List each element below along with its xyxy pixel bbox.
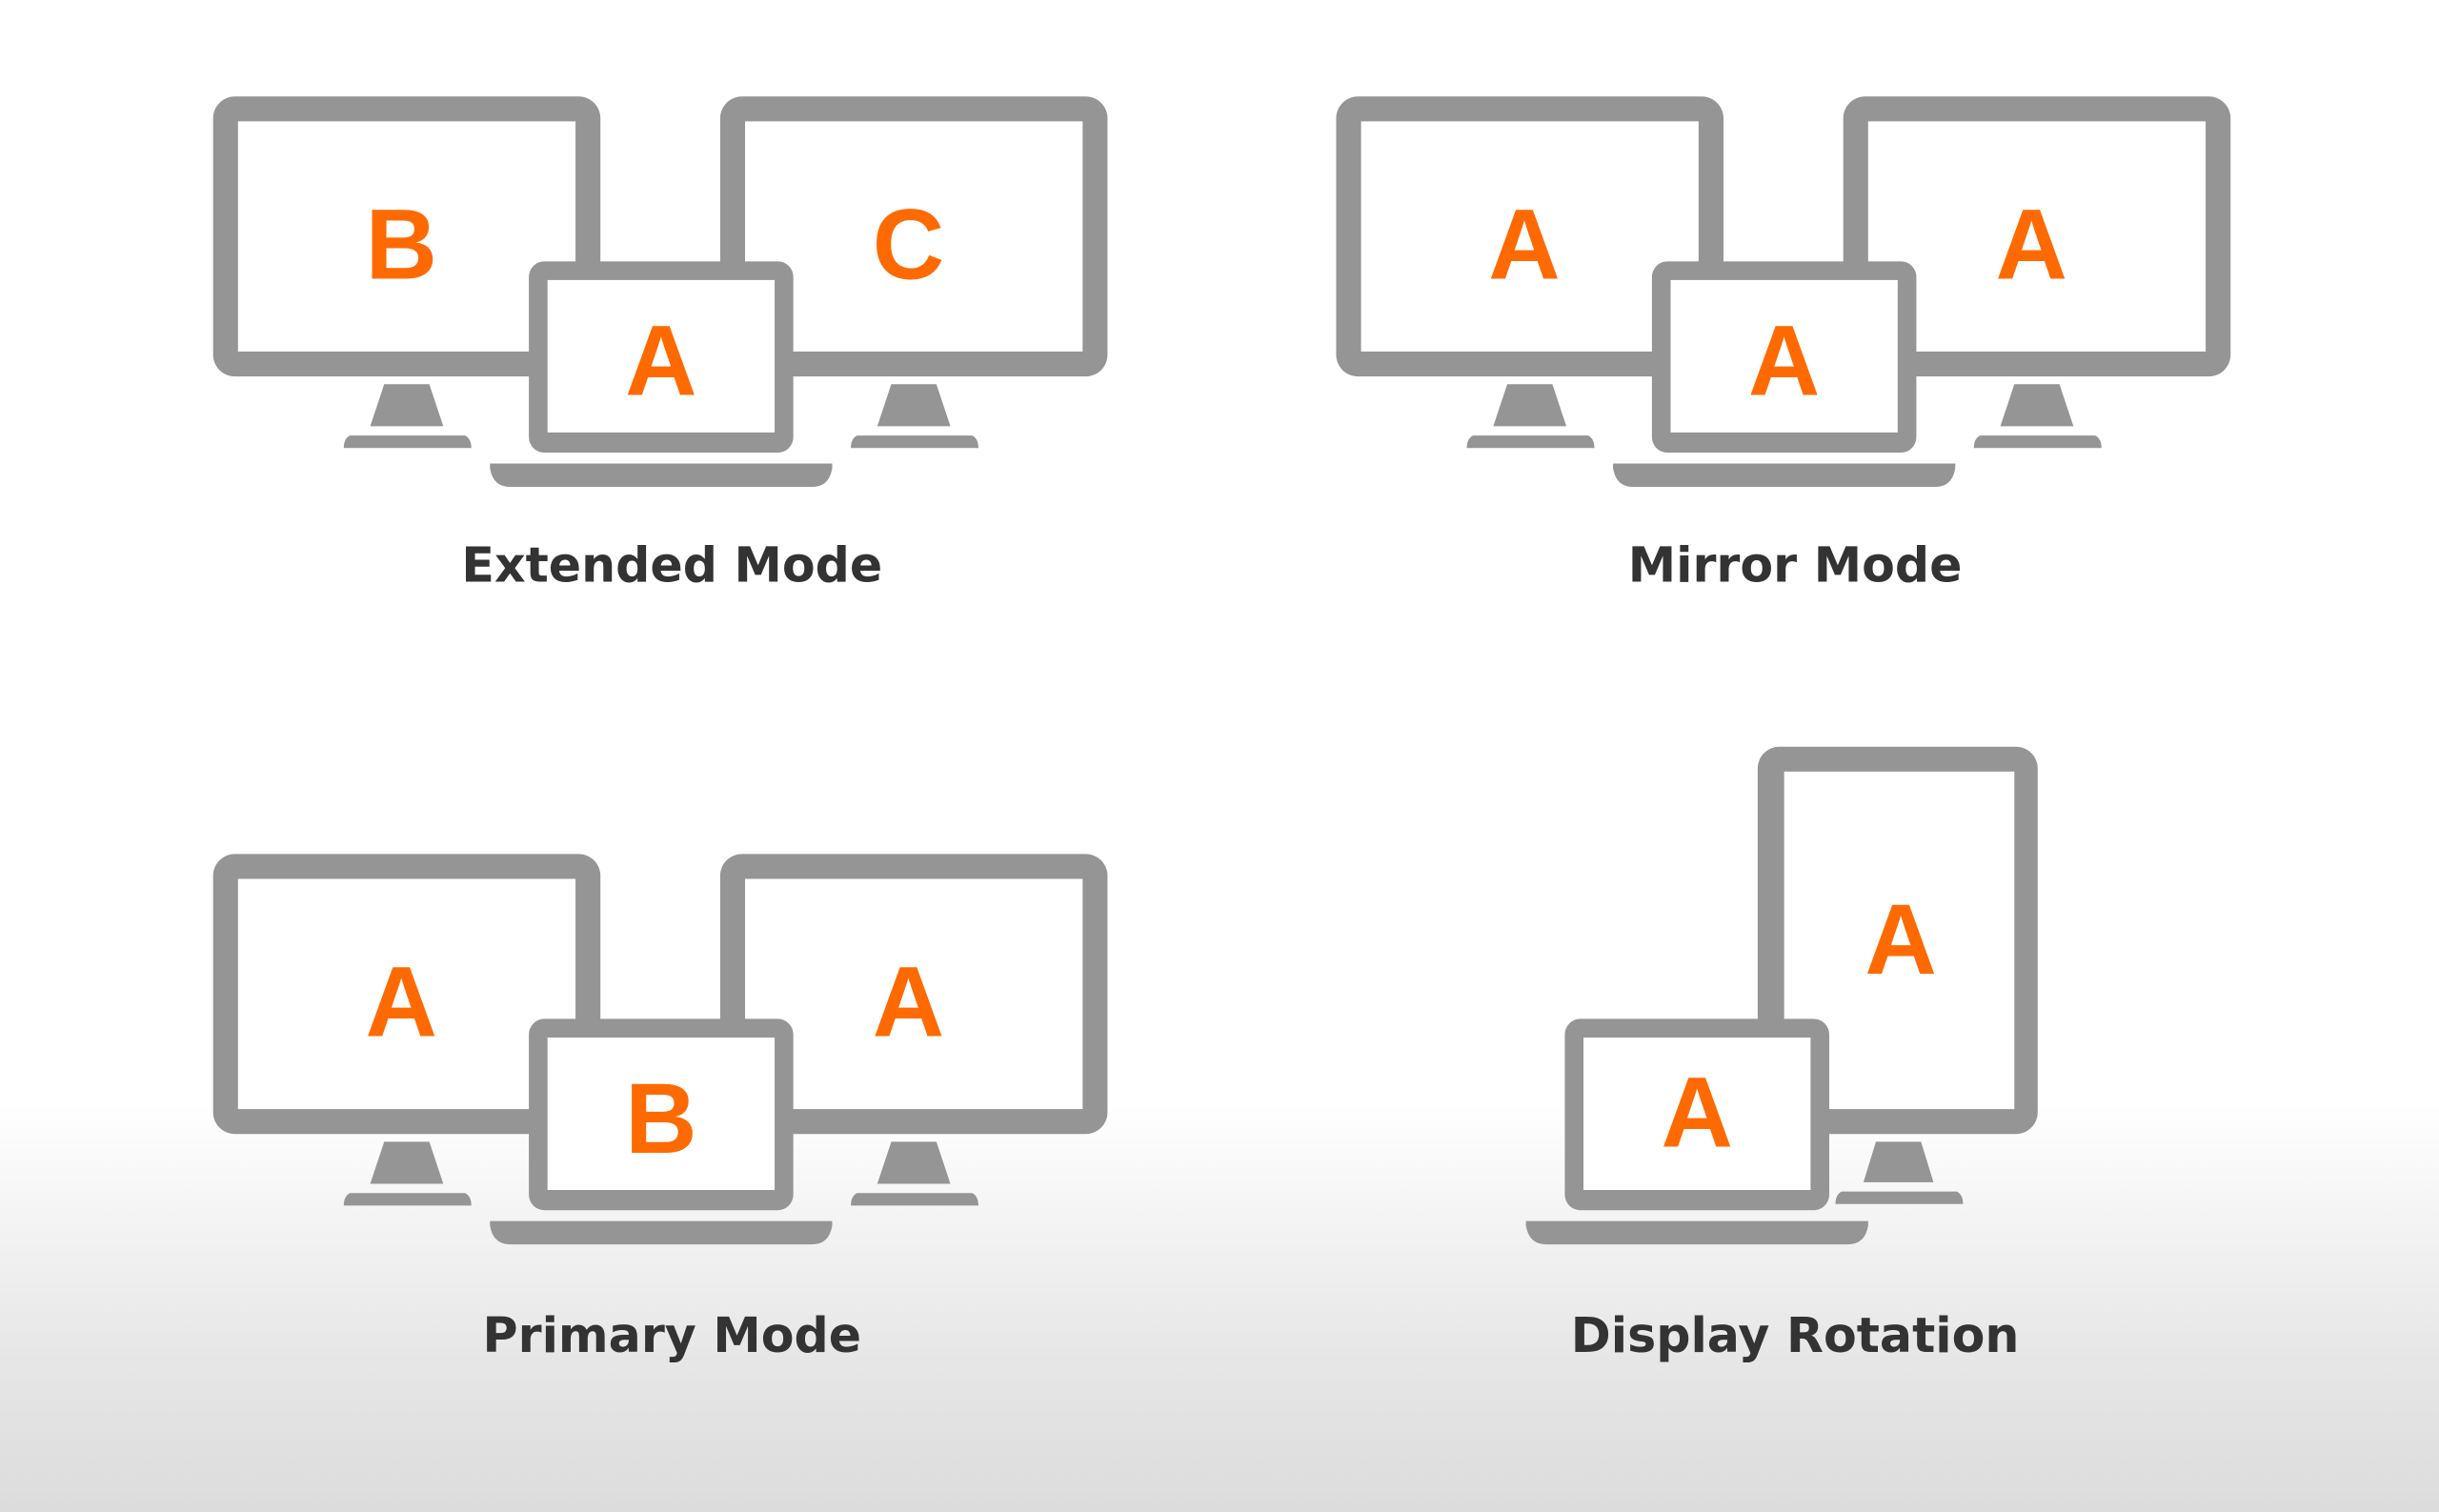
left-screen-letter: B <box>365 189 436 300</box>
laptop-screen-letter: A <box>1748 306 1820 417</box>
laptop-screen-letter: B <box>625 1063 696 1175</box>
panel-label: Primary Mode <box>483 1307 862 1363</box>
panel-label: Display Rotation <box>1571 1307 2020 1363</box>
laptop-screen-letter: A <box>1661 1057 1732 1168</box>
portrait-screen-letter: A <box>1865 884 1936 996</box>
left-screen-letter: A <box>1488 189 1560 300</box>
panel-primary-mode: A A B Primary Mode <box>212 854 1108 1363</box>
panel-extended-mode: B C A Extended Mode <box>212 96 1108 594</box>
right-screen-letter: A <box>1996 189 2067 300</box>
left-screen-letter: A <box>365 946 436 1058</box>
panel-label: Extended Mode <box>461 537 882 594</box>
laptop-screen-letter: A <box>625 306 696 417</box>
panel-label: Mirror Mode <box>1628 537 1963 594</box>
panel-display-rotation: A A Display Rotation <box>1525 746 2038 1363</box>
right-screen-letter: C <box>873 189 944 300</box>
right-screen-letter: A <box>873 946 944 1058</box>
panel-mirror-mode: A A A Mirror Mode <box>1336 96 2231 594</box>
